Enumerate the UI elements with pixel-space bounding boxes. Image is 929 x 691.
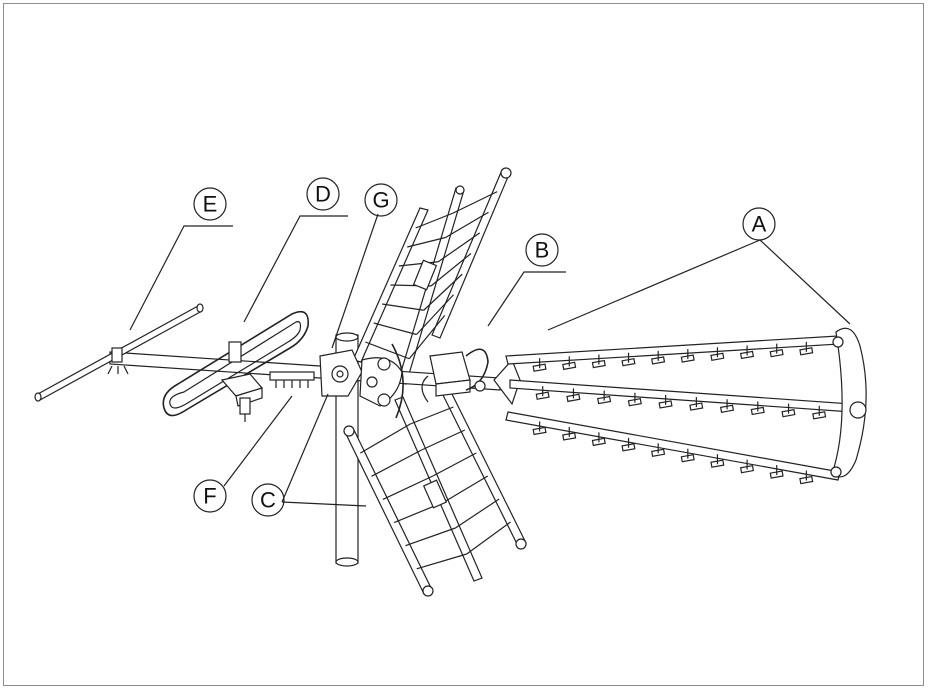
bowtie-array-a xyxy=(493,327,867,485)
figure-frame xyxy=(3,3,924,686)
lower-reflector-panel xyxy=(343,381,527,597)
director-e xyxy=(34,303,204,402)
label-f: F xyxy=(193,479,227,513)
svg-text:C: C xyxy=(260,488,276,513)
upper-reflector-panel xyxy=(352,167,512,385)
label-g: G xyxy=(364,183,398,217)
svg-text:D: D xyxy=(315,182,331,207)
mast-clamp-g xyxy=(319,343,404,419)
label-c: C xyxy=(251,483,285,517)
svg-text:G: G xyxy=(372,188,389,213)
svg-text:B: B xyxy=(535,238,550,263)
folded-dipole-d xyxy=(162,310,309,422)
label-b: B xyxy=(525,233,559,267)
label-d: D xyxy=(306,177,340,211)
label-e: E xyxy=(193,187,227,221)
label-a: A xyxy=(742,207,776,241)
leader-lines xyxy=(129,213,851,507)
svg-text:E: E xyxy=(203,192,218,217)
svg-text:A: A xyxy=(752,212,767,237)
svg-text:F: F xyxy=(203,484,216,509)
clip-bar-f xyxy=(269,371,315,388)
amplifier-box-b xyxy=(421,348,489,403)
